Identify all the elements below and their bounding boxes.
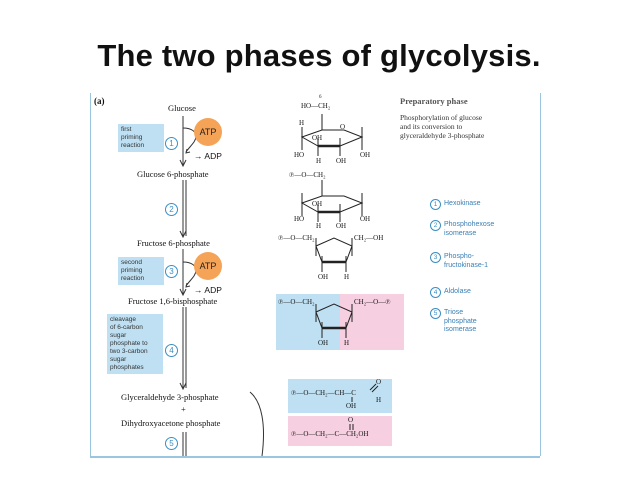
- slide-title: The two phases of glycolysis.: [97, 38, 541, 73]
- glucose-ring-oxygen: O: [340, 123, 346, 131]
- glucose-ho: HO: [294, 151, 305, 159]
- step-3-marker: 3: [165, 265, 178, 278]
- enzyme-4-number: 4: [430, 287, 441, 298]
- phase-description: Phosphorylation of glucose and its conve…: [400, 113, 485, 140]
- glucose-oh: OH: [312, 134, 323, 142]
- step-4-marker: 4: [165, 344, 178, 357]
- metabolite-fructose-6-phosphate: Fructose 6-phosphate: [137, 238, 210, 248]
- enzyme-5-number: 5: [430, 308, 441, 319]
- enzyme-3-number: 3: [430, 252, 441, 263]
- enzyme-1-name: Hexokinase: [444, 200, 481, 207]
- metabolite-glucose: Glucose: [168, 103, 196, 113]
- adp-label-2: → ADP: [194, 285, 222, 295]
- step-5-marker: 5: [165, 437, 178, 450]
- plus-sign: +: [181, 404, 186, 414]
- f16bp-h-bottom: H: [344, 339, 350, 347]
- g6p-ho: HO: [294, 215, 305, 223]
- f16bp-glyceraldehyde-half-panel: [276, 294, 340, 350]
- atp-circle-2: ATP: [194, 252, 222, 280]
- gap-top-oxygen: O: [376, 378, 382, 386]
- enzyme-4-name: Aldolase: [444, 288, 471, 295]
- label-cleavage: cleavage of 6-carbon sugar phosphate to …: [107, 314, 163, 374]
- g6p-h-bottom: H: [316, 222, 322, 230]
- gap-oh: OH: [346, 402, 357, 410]
- g6p-oh-right: OH: [360, 215, 371, 223]
- metabolite-dihydroxyacetone-phosphate: Dihydroxyacetone phosphate: [121, 418, 221, 428]
- atp-circle-1: ATP: [194, 118, 222, 146]
- panel-label: (a): [94, 96, 105, 106]
- gap-chain: ℗—O—CH₂—CH—C: [291, 389, 356, 397]
- glucose-h-bottom: H: [316, 157, 322, 165]
- f6p-right-group: CH₂—OH: [354, 234, 384, 242]
- figure-frame: [90, 93, 541, 456]
- adp-label-1: → ADP: [194, 151, 222, 161]
- f6p-left-group: ℗—O—CH₂: [278, 234, 315, 242]
- enzyme-1-number: 1: [430, 199, 441, 210]
- metabolite-glucose-6-phosphate: Glucose 6-phosphate: [137, 169, 209, 179]
- phase-title: Preparatory phase: [400, 96, 468, 106]
- dhap-panel: [288, 416, 392, 446]
- f16bp-left-group: ℗—O—CH₂: [278, 298, 315, 306]
- glucose-top-group: HO—CH₂: [301, 102, 331, 110]
- label-second-priming-reaction: second priming reaction: [118, 257, 164, 285]
- g6p-oh: OH: [312, 200, 323, 208]
- gap-h: H: [376, 396, 382, 404]
- f6p-h-bottom: H: [344, 273, 350, 281]
- glucose-h: H: [299, 119, 305, 127]
- step-2-marker: 2: [165, 203, 178, 216]
- dhap-chain: ℗—O—CH₂—C—CH₂OH: [291, 430, 369, 438]
- glucose-oh-bottom: OH: [336, 157, 347, 165]
- enzyme-2-name: Phosphohexose isomerase: [444, 221, 495, 237]
- glucose-c6-number: 6: [319, 95, 322, 100]
- enzyme-2-number: 2: [430, 220, 441, 231]
- figure-bottom-rule: [90, 456, 540, 458]
- f16bp-dihydroxyacetone-half-panel: [340, 294, 404, 350]
- f16bp-oh-bottom: OH: [318, 339, 329, 347]
- step-1-marker: 1: [165, 137, 178, 150]
- g6p-top-group: ℗—O—CH₂: [289, 171, 326, 179]
- g6p-oh-bottom: OH: [336, 222, 347, 230]
- f6p-oh-bottom: OH: [318, 273, 329, 281]
- dhap-top-oxygen: O: [348, 416, 354, 424]
- glucose-oh-right: OH: [360, 151, 371, 159]
- label-first-priming-reaction: first priming reaction: [118, 124, 164, 152]
- enzyme-3-name: Phospho- fructokinase-1: [444, 253, 488, 269]
- f16bp-right-group: CH₂—O—℗: [354, 298, 391, 306]
- metabolite-fructose-1-6-bisphosphate: Fructose 1,6-bisphosphate: [128, 296, 218, 306]
- metabolite-glyceraldehyde-3-phosphate: Glyceraldehyde 3-phosphate: [121, 392, 219, 402]
- enzyme-5-name: Triose phosphate isomerase: [444, 309, 477, 333]
